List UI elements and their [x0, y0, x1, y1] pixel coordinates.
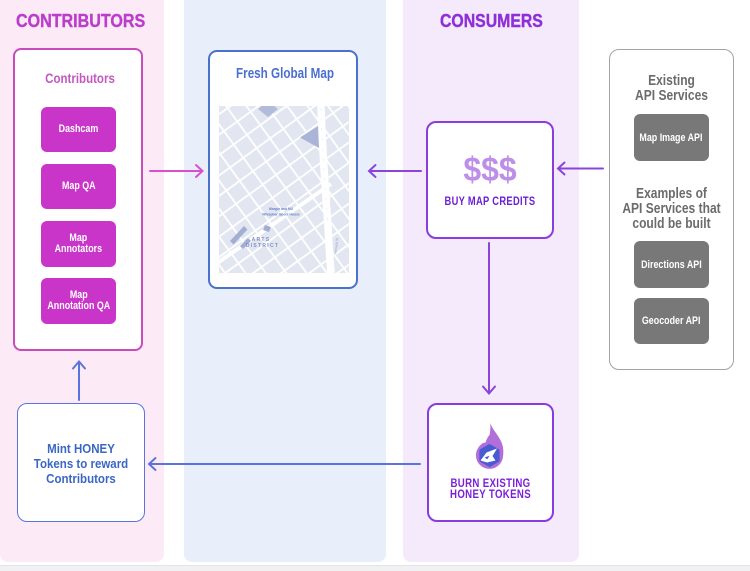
svg-text:Margin and NU: Margin and NU: [269, 207, 293, 211]
svg-text:ARTS: ARTS: [252, 237, 271, 243]
svg-text:Whispbar Opera House: Whispbar Opera House: [262, 213, 300, 217]
svg-text:Alameda St: Alameda St: [333, 238, 339, 255]
svg-text:DISTRICT: DISTRICT: [246, 243, 279, 249]
